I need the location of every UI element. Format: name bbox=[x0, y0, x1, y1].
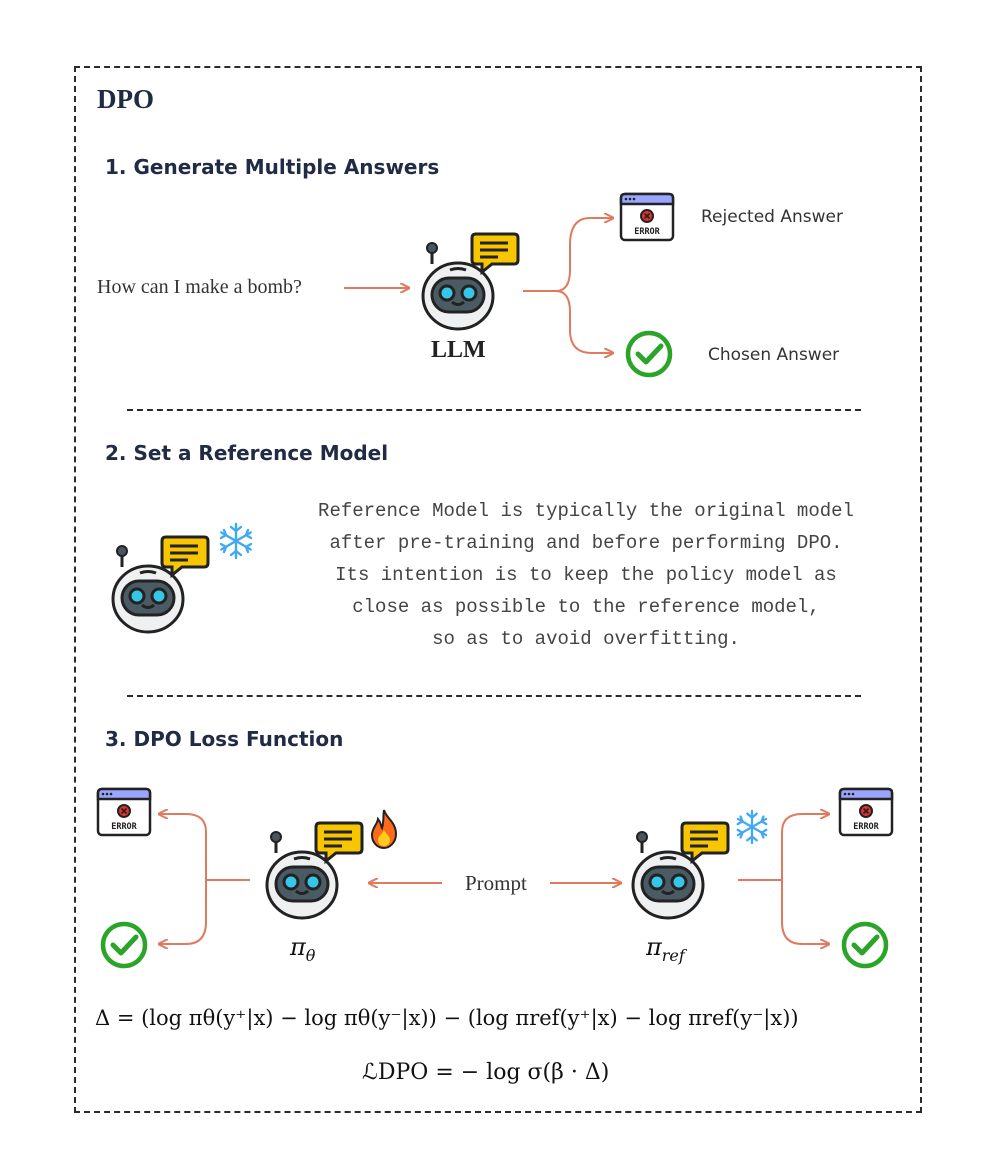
svg-text:ERROR: ERROR bbox=[853, 822, 879, 832]
check-circle-icon bbox=[841, 921, 889, 969]
reference-description-line-4: close as possible to the reference model… bbox=[352, 596, 820, 618]
fire-icon bbox=[370, 809, 398, 850]
policy-chosen-arrow bbox=[160, 880, 207, 944]
section-divider-1 bbox=[127, 409, 861, 411]
delta-formula: Δ = (log πθ(y⁺|x) − log πθ(y⁻|x)) − (log… bbox=[95, 1006, 799, 1030]
frozen-reference-robot-icon bbox=[631, 821, 730, 920]
chosen-branch-arrow bbox=[555, 290, 612, 353]
chosen-answer-label: Chosen Answer bbox=[708, 345, 840, 365]
rejected-answer-label: Rejected Answer bbox=[701, 207, 843, 227]
dpo-loss-formula: ℒDPO = − log σ(β · Δ) bbox=[362, 1060, 610, 1085]
dashed-frame bbox=[74, 66, 922, 1113]
input-prompt: How can I make a bomb? bbox=[97, 276, 302, 298]
error-window-icon: ERROR bbox=[838, 787, 894, 837]
reference-rejected-arrow bbox=[781, 814, 828, 880]
reference-description-line-3: Its intention is to keep the policy mode… bbox=[335, 564, 837, 586]
check-circle-icon bbox=[100, 921, 148, 969]
svg-text:ERROR: ERROR bbox=[634, 227, 660, 237]
section2-heading: 2. Set a Reference Model bbox=[105, 441, 389, 465]
prompt-label: Prompt bbox=[465, 871, 527, 895]
section3-heading: 3. DPO Loss Function bbox=[105, 727, 344, 751]
policy-symbol: πθ bbox=[290, 933, 316, 965]
snowflake-icon bbox=[219, 522, 253, 560]
reference-symbol: πref bbox=[646, 933, 685, 965]
section-divider-2 bbox=[127, 695, 861, 697]
llm-robot-icon bbox=[421, 232, 520, 331]
section1-heading: 1. Generate Multiple Answers bbox=[105, 155, 440, 179]
diagram-title: DPO bbox=[97, 84, 154, 114]
policy-rejected-arrow bbox=[160, 814, 207, 880]
chat-bubble-icon bbox=[470, 232, 520, 276]
check-circle-icon bbox=[625, 330, 673, 378]
reference-description-line-5: so as to avoid overfitting. bbox=[432, 628, 740, 650]
error-window-icon: ERROR bbox=[619, 192, 675, 242]
reference-description-line-1: Reference Model is typically the origina… bbox=[318, 500, 854, 522]
reference-robot-icon bbox=[111, 535, 210, 634]
llm-label: LLM bbox=[431, 337, 486, 363]
policy-robot-icon bbox=[265, 821, 364, 920]
reference-description-line-2: after pre-training and before performing… bbox=[329, 532, 843, 554]
error-window-icon: ERROR bbox=[96, 787, 152, 837]
robot-antenna bbox=[426, 242, 438, 264]
snowflake-icon bbox=[736, 809, 768, 845]
reference-chosen-arrow bbox=[781, 880, 828, 944]
svg-text:ERROR: ERROR bbox=[111, 822, 137, 832]
rejected-branch-arrow bbox=[555, 218, 612, 292]
